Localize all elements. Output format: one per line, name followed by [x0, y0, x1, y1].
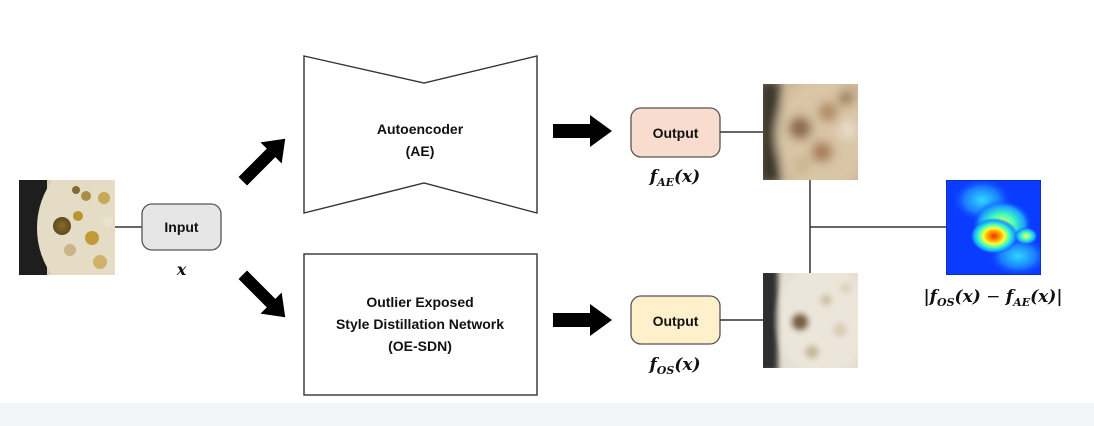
output-os-label: Output	[653, 313, 699, 329]
output-ae-label: Output	[653, 125, 699, 141]
os-output-image	[763, 273, 858, 368]
anomaly-heatmap	[946, 180, 1041, 275]
output-ae-formula: fAE(x)	[649, 167, 700, 189]
arrow-up-right	[238, 138, 286, 186]
input-label: Input	[164, 219, 199, 235]
input-image	[19, 180, 115, 275]
oesdn-title-line2: Style Distillation Network	[336, 316, 504, 332]
output-os-formula: fOS(x)	[648, 355, 700, 377]
arrow-right-ae	[553, 115, 612, 147]
arrow-right-os	[553, 304, 612, 336]
input-variable: x	[176, 260, 187, 279]
ae-abbrev: (AE)	[406, 143, 435, 159]
ae-title: Autoencoder	[377, 121, 464, 137]
arrow-down-right	[238, 270, 286, 318]
oesdn-title-line1: Outlier Exposed	[366, 294, 473, 310]
input-box	[141, 203, 222, 251]
autoencoder-shape	[303, 55, 538, 214]
anomaly-formula: |fOS(x) − fAE(x)|	[923, 287, 1062, 309]
ae-output-image	[763, 84, 858, 180]
footer-band	[0, 403, 1094, 426]
oesdn-block	[303, 253, 538, 396]
oesdn-abbrev: (OE-SDN)	[388, 338, 452, 354]
